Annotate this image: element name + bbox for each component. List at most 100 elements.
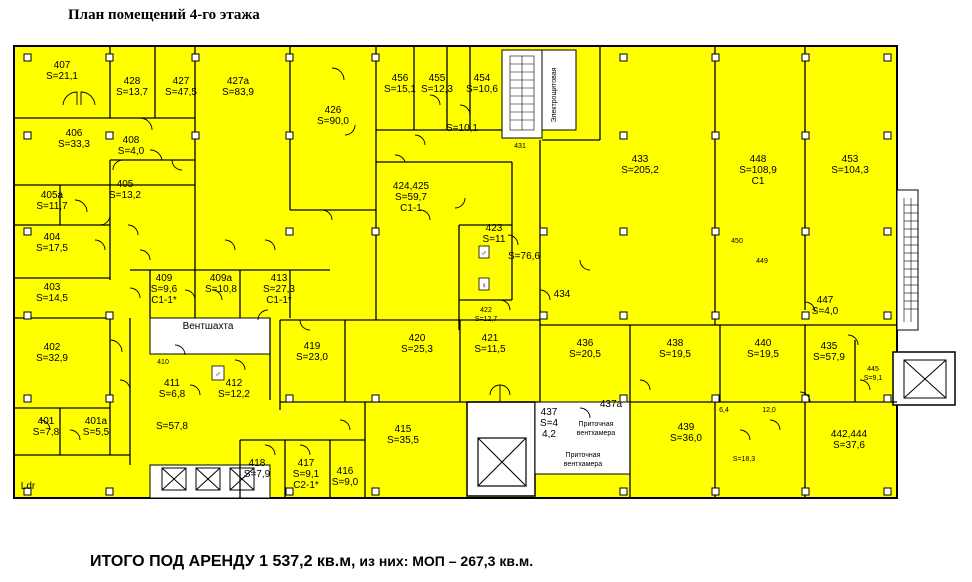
label-pv1: Приточная (579, 421, 614, 428)
room-label-418-line-0: 418 (249, 458, 266, 469)
label-d120: 12,0 (762, 407, 776, 414)
footer-total: ИТОГО ПОД АРЕНДУ 1 537,2 кв.м, (90, 553, 356, 570)
room-label-421-line-1: S=11,5 (474, 344, 506, 355)
room-label-455-line-1: S=12,3 (421, 84, 453, 95)
room-label-453s-line-0: S=10,1 (446, 123, 478, 134)
room-label-421-line-0: 421 (482, 333, 499, 344)
room-label-416-line-1: S=9,0 (332, 477, 359, 488)
room-label-424-line-2: C1-1 (400, 203, 422, 214)
room-label-442-line-0: 442,444 (831, 429, 868, 440)
electric-room (541, 49, 577, 131)
room-label-448-line-2: C1 (752, 176, 765, 187)
label-422: 422 (480, 307, 492, 314)
room-label-401a-line-0: 401а (85, 416, 108, 427)
room-label-419-line-0: 419 (304, 341, 321, 352)
room-label-416-line-0: 416 (337, 466, 354, 477)
room-label-436-line-0: 436 (577, 338, 594, 349)
room-label-439-line-1: S=36,0 (670, 433, 702, 444)
room-label-407-line-0: 407 (54, 60, 71, 71)
room-label-404-line-0: 404 (44, 232, 61, 243)
room-label-437-line-1: S=4 (540, 418, 559, 429)
label-ldr: Ldr (21, 481, 36, 492)
room-label-404-line-1: S=17,5 (36, 243, 68, 254)
room-label-448-line-0: 448 (750, 154, 767, 165)
room-label-405a-line-0: 405а (41, 190, 64, 201)
room-label-412-line-1: S=12,2 (218, 389, 250, 400)
room-label-412-line-0: 412 (226, 378, 243, 389)
room-label-408-line-1: S=4,0 (118, 146, 145, 157)
ventshaft-zone (149, 317, 271, 355)
room-label-456-line-1: S=15,1 (384, 84, 416, 95)
label-pv2: Приточная (566, 452, 601, 459)
label-449: 449 (756, 258, 768, 265)
room-label-409a-line-1: S=10,8 (205, 284, 237, 295)
room-label-409-line-0: 409 (156, 273, 173, 284)
lower-left-cab-2 (195, 467, 221, 491)
label-s183: S=18,3 (733, 456, 755, 463)
right-stair-bump (896, 189, 919, 331)
room-label-423-line-1: S=11 (483, 234, 506, 245)
room-label-433-line-1: S=205,2 (621, 165, 659, 176)
label-pv1b: вентхамера (577, 430, 616, 437)
room-label-448-line-1: S=108,9 (739, 165, 777, 176)
room-label-403-line-0: 403 (44, 282, 61, 293)
footer-summary: ИТОГО ПОД АРЕНДУ 1 537,2 кв.м, из них: М… (90, 553, 533, 571)
room-label-437-line-0: 437 (541, 407, 558, 418)
room-label-401-line-0: 401 (38, 416, 55, 427)
room-label-s766-line-0: S=76,6 (508, 251, 540, 262)
label-lift: Электрощитовая (551, 67, 558, 122)
plan-title: План помещений 4-го этажа (68, 7, 260, 23)
label-s127: S=12,7 (475, 316, 497, 323)
room-label-407-line-1: S=21,1 (46, 71, 78, 82)
room-label-413-line-0: 413 (271, 273, 288, 284)
svg-text:♂: ♂ (481, 249, 487, 258)
room-label-427a-line-0: 427а (227, 76, 250, 87)
label-pv2b: вентхамера (564, 461, 603, 468)
room-label-408-line-0: 408 (123, 135, 140, 146)
room-label-418-line-1: S=7,9 (244, 469, 271, 480)
room-label-413-line-2: C1-1* (266, 295, 292, 306)
room-label-s578-line-0: S=57,8 (156, 421, 188, 432)
room-label-440-line-0: 440 (755, 338, 772, 349)
room-label-413-line-1: S=27,3 (263, 284, 295, 295)
room-label-438-line-1: S=19,5 (659, 349, 691, 360)
room-label-424-line-1: S=59,7 (395, 192, 427, 203)
room-label-406-line-1: S=33,3 (58, 139, 90, 150)
room-label-437-line-2: 4,2 (542, 429, 556, 440)
wc-sign-1 (478, 245, 490, 259)
room-label-428-line-1: S=13,7 (116, 87, 148, 98)
room-label-405-line-0: 405 (117, 179, 134, 190)
room-label-419-line-1: S=23,0 (296, 352, 328, 363)
columns (23, 53, 892, 496)
room-label-401a-line-1: S=5,5 (83, 427, 110, 438)
room-label-401-line-1: S=7,8 (33, 427, 60, 438)
room-label-411-line-0: 411 (164, 378, 180, 389)
room-label-455-line-0: 455 (429, 73, 446, 84)
room-label-415-line-1: S=35,5 (387, 435, 419, 446)
label-450: 450 (731, 238, 743, 245)
room-label-402-line-1: S=32,9 (36, 353, 68, 364)
label-445: 445 (867, 366, 879, 373)
wc-sign-3 (211, 365, 225, 381)
room-label-423-line-0: 423 (486, 223, 503, 234)
room-label-405a-line-1: S=11,7 (36, 201, 68, 212)
room-label-406-line-0: 406 (66, 128, 83, 139)
lower-left-cab-1 (161, 467, 187, 491)
room-label-447-line-1: S=4,0 (812, 306, 839, 317)
room-label-453-line-1: S=104,3 (831, 165, 869, 176)
walls (14, 46, 897, 498)
right-elevator-cab (903, 359, 947, 399)
room-label-411-line-1: S=6,8 (159, 389, 186, 400)
room-label-447-line-0: 447 (817, 295, 834, 306)
room-label-409-line-1: S=9,6 (151, 284, 178, 295)
right-stair-steps (903, 198, 918, 322)
room-label-417-line-1: S=9,1 (293, 469, 320, 480)
room-label-409a-line-0: 409а (210, 273, 233, 284)
room-label-454-line-1: S=10,6 (466, 84, 498, 95)
room-label-426-line-0: 426 (325, 105, 342, 116)
room-label-415-line-0: 415 (395, 424, 412, 435)
room-label-436-line-1: S=20,5 (569, 349, 601, 360)
label-d64: 6,4 (719, 407, 729, 414)
